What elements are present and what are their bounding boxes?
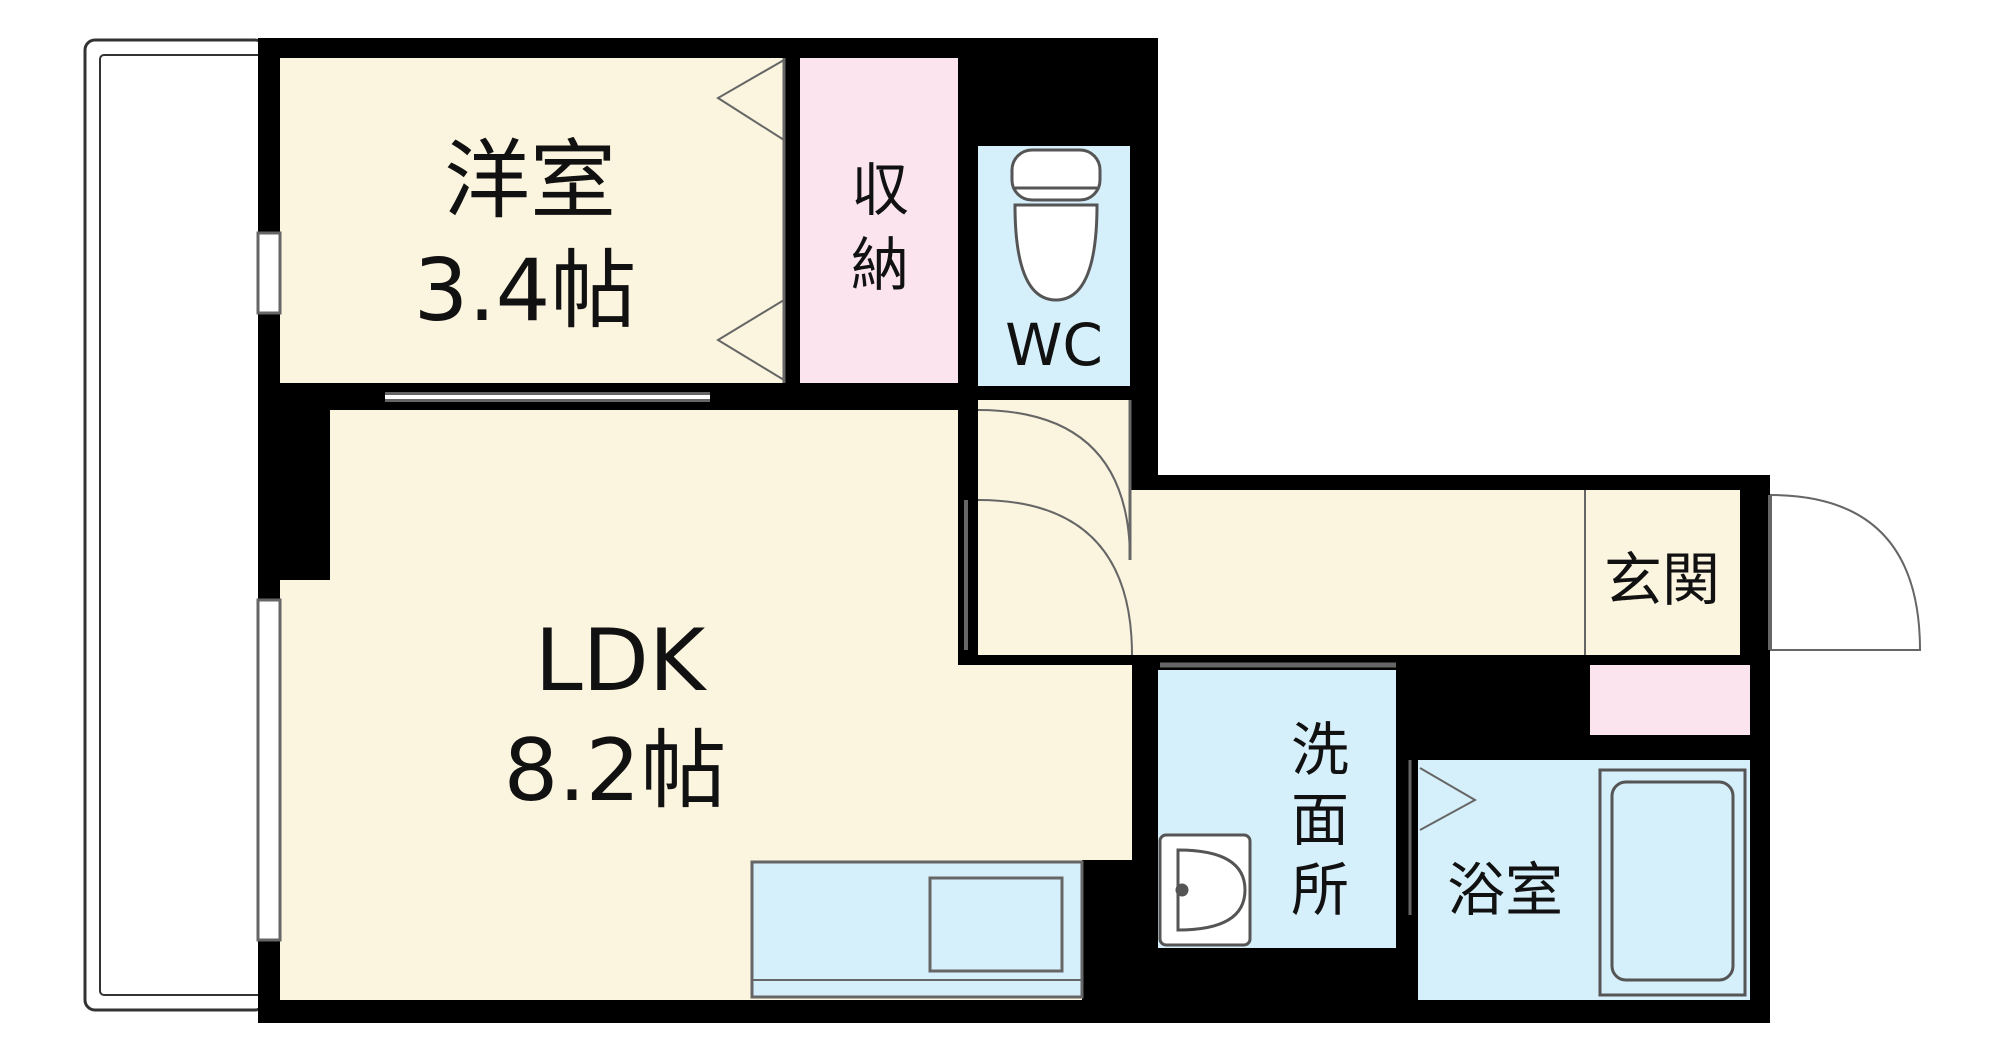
- hallway-floor: [978, 400, 1585, 655]
- closet-door-mark-top: [716, 59, 785, 141]
- storage-name-top: 収: [851, 156, 909, 224]
- room-labels: 洋室 3.4帖 収 納 WC LDK 8.2帖 玄関 洗 面 所 浴室: [414, 131, 1720, 924]
- washbasin-icon: [1158, 833, 1252, 947]
- windows: [256, 231, 282, 942]
- entrance-name: 玄関: [1604, 546, 1720, 614]
- kitchen-counter: [750, 860, 1084, 999]
- entrance-floor: [1585, 490, 1740, 655]
- washroom-name-2: 面: [1291, 786, 1349, 854]
- closet-door-mark-bottom: [716, 299, 785, 381]
- toilet-icon: [1010, 148, 1102, 302]
- front-door-swing: [1769, 494, 1922, 651]
- bathroom-name: 浴室: [1447, 856, 1563, 924]
- washroom-name-3: 所: [1291, 856, 1349, 924]
- ldk-floor: [280, 410, 1132, 1000]
- washroom-name-1: 洗: [1291, 716, 1349, 784]
- storage-floor: [800, 58, 958, 383]
- shoe-storage: [1590, 665, 1750, 735]
- wc-door-swing: [977, 409, 1131, 561]
- ldk-door-swing: [977, 499, 1133, 656]
- bathroom-door-mark: [1419, 767, 1478, 831]
- ldk-name: LDK: [535, 611, 708, 711]
- western-room-size: 3.4帖: [414, 241, 637, 341]
- western-room-floor: [280, 58, 784, 383]
- wc-name: WC: [1005, 311, 1103, 379]
- ldk-size: 8.2帖: [504, 721, 727, 821]
- western-room-name: 洋室: [444, 131, 616, 231]
- balcony: [83, 38, 267, 1012]
- storage-name-bottom: 納: [851, 231, 909, 299]
- bathtub-icon: [1598, 768, 1747, 997]
